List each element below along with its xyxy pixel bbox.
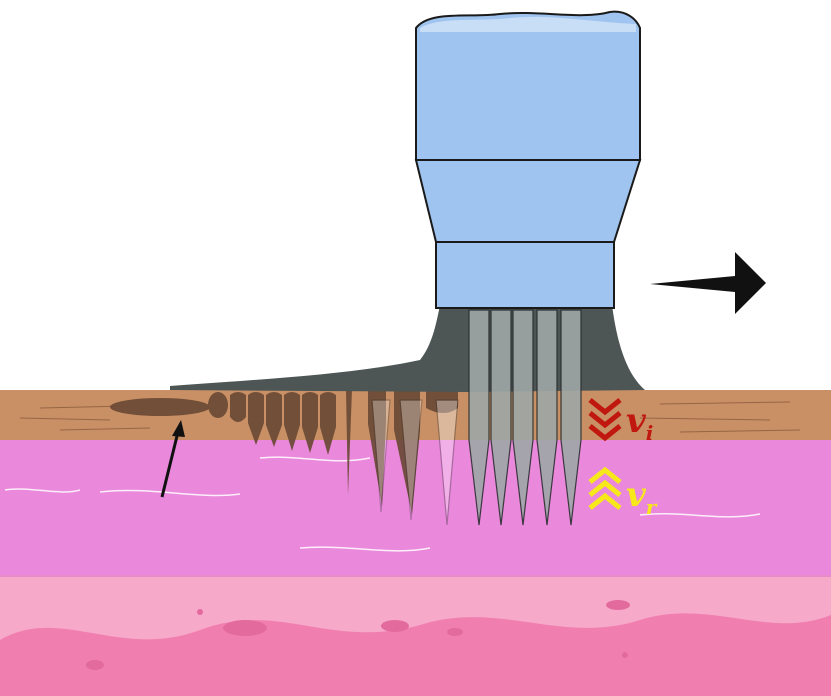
microneedle [512,309,534,526]
incident-velocity-subscript: i [646,421,654,445]
chevron-down-double-icon [588,398,622,442]
retraction-velocity-symbol: v [626,475,647,515]
retraction-velocity-subscript: r [646,495,658,519]
microneedle-array [371,309,582,526]
applicator-top-highlight [420,16,636,32]
microneedle [435,399,459,526]
chevron-up-double-icon [588,466,622,510]
applicator-neck [414,159,642,243]
applicator [414,10,642,309]
microneedle [468,309,490,526]
microneedle [536,309,558,526]
incident-velocity-label: vi [626,401,653,445]
applicator-top [415,10,641,161]
applicator-base [435,241,615,309]
fat-cells [86,600,630,670]
incident-velocity-symbol: v [626,401,647,441]
oldest-deposit [110,398,210,416]
hypodermis-wave [0,613,831,696]
dermis-fibers [4,456,761,552]
right-arrow-icon [650,252,766,314]
pointer-arrow-icon [160,420,185,498]
microneedle [490,309,512,526]
stratum-lines [19,401,801,433]
microneedle [371,399,391,513]
microneedle [560,309,582,526]
dissolved-tracks [110,387,458,514]
microneedle [399,399,423,521]
retraction-velocity-label: vr [626,475,658,519]
